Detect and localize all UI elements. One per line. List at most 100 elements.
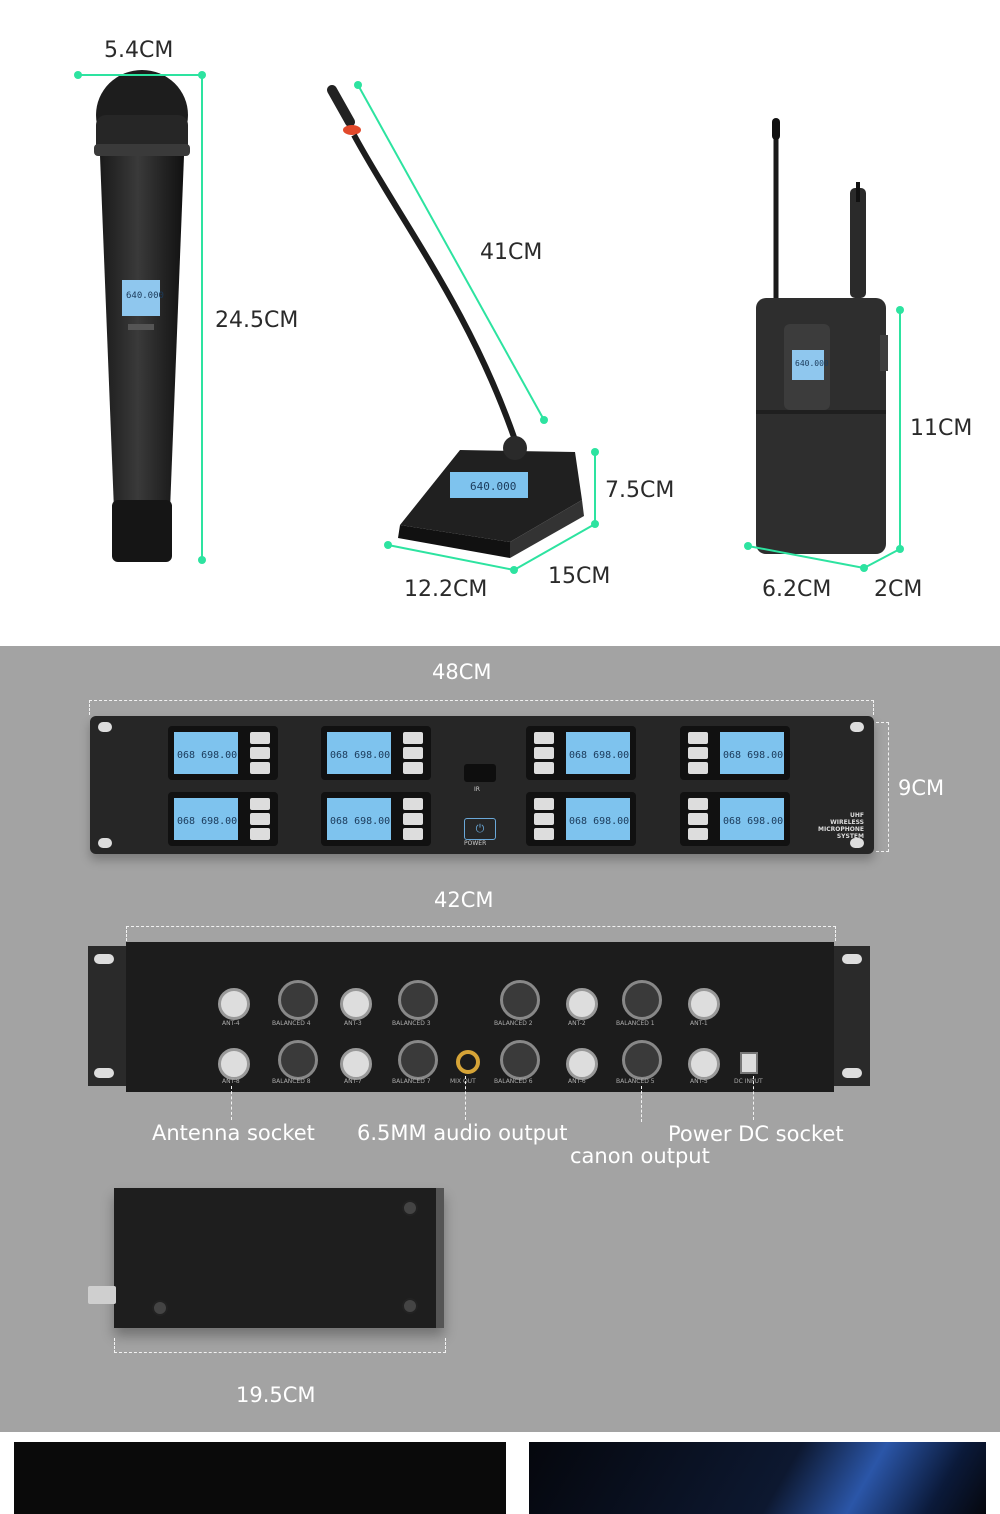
connector-label: BALANCED 7 bbox=[392, 1078, 431, 1085]
gooseneck-length-label: 41CM bbox=[480, 240, 543, 265]
handheld-lcd bbox=[122, 280, 160, 316]
connector-label: ANT-1 bbox=[690, 1020, 708, 1027]
promo-image-right bbox=[529, 1442, 986, 1514]
channel-module: 068 698.00 bbox=[321, 726, 431, 780]
receiver-height-guide bbox=[876, 722, 889, 852]
ir-label: IR bbox=[474, 786, 480, 793]
receiver-depth-guide bbox=[114, 1338, 446, 1353]
antenna-connector[interactable] bbox=[340, 988, 372, 1020]
antenna-connector[interactable] bbox=[688, 988, 720, 1020]
channel-button[interactable] bbox=[688, 828, 708, 840]
channel-module: 068 698.00 bbox=[680, 726, 790, 780]
channel-button[interactable] bbox=[403, 762, 423, 774]
audio-output-label: 6.5MM audio output bbox=[357, 1121, 568, 1145]
xlr-connector[interactable] bbox=[278, 1040, 318, 1080]
connector-label: BALANCED 3 bbox=[392, 1020, 431, 1027]
receiver-depth-label: 19.5CM bbox=[236, 1383, 316, 1407]
channel-button[interactable] bbox=[250, 762, 270, 774]
power-label: POWER bbox=[464, 840, 487, 847]
gooseneck-dimension-lines bbox=[354, 81, 599, 574]
ir-window bbox=[464, 764, 496, 782]
channel-button[interactable] bbox=[534, 762, 554, 774]
channel-button[interactable] bbox=[250, 813, 270, 825]
channel-button[interactable] bbox=[403, 813, 423, 825]
channel-button[interactable] bbox=[403, 747, 423, 759]
channel-button[interactable] bbox=[403, 828, 423, 840]
antenna-connector[interactable] bbox=[218, 988, 250, 1020]
power-icon: ⏻ bbox=[475, 822, 485, 835]
xlr-connector[interactable] bbox=[500, 1040, 540, 1080]
power-button[interactable]: ⏻ bbox=[464, 818, 496, 840]
channel-button[interactable] bbox=[250, 732, 270, 744]
channel-lcd: 068 698.00 bbox=[174, 732, 238, 774]
channel-button[interactable] bbox=[688, 813, 708, 825]
connector-label: ANT-5 bbox=[690, 1078, 708, 1085]
channel-button[interactable] bbox=[534, 732, 554, 744]
connector-label: ANT-4 bbox=[222, 1020, 240, 1027]
connector-label: ANT-2 bbox=[568, 1020, 586, 1027]
channel-lcd: 068 698.00 bbox=[327, 798, 391, 840]
base-width-label: 12.2CM bbox=[404, 577, 488, 602]
channel-button[interactable] bbox=[250, 828, 270, 840]
xlr-connector[interactable] bbox=[622, 980, 662, 1020]
channel-button[interactable] bbox=[534, 747, 554, 759]
bodypack-height-label: 11CM bbox=[910, 416, 973, 441]
canon-output-label: canon output bbox=[570, 1144, 710, 1168]
xlr-connector[interactable] bbox=[500, 980, 540, 1020]
receiver-width-label: 48CM bbox=[432, 660, 492, 684]
channel-button[interactable] bbox=[688, 747, 708, 759]
channel-button[interactable] bbox=[688, 732, 708, 744]
base-lcd bbox=[450, 472, 528, 498]
mix-out-jack[interactable] bbox=[456, 1050, 480, 1074]
dc-input-socket[interactable] bbox=[740, 1052, 758, 1074]
base-height-label: 7.5CM bbox=[605, 478, 675, 503]
xlr-connector[interactable] bbox=[398, 1040, 438, 1080]
base-depth-label: 15CM bbox=[548, 564, 611, 589]
channel-button[interactable] bbox=[534, 828, 554, 840]
power-dc-socket-label: Power DC socket bbox=[668, 1122, 844, 1146]
bodypack-depth-label: 2CM bbox=[874, 577, 923, 602]
channel-lcd: 068 698.00 bbox=[720, 798, 784, 840]
channel-module: 068 698.00 bbox=[168, 792, 278, 846]
microphone-dimensions-section: 640.000 5.4CM 24.5CM 640.000 41CM 7.5CM … bbox=[0, 0, 1000, 646]
svg-text:640.000: 640.000 bbox=[470, 480, 516, 493]
bodypack-width-label: 6.2CM bbox=[762, 577, 832, 602]
connector-label: ANT-3 bbox=[344, 1020, 362, 1027]
antenna-callout-line bbox=[231, 1086, 232, 1120]
audio-callout-line bbox=[465, 1076, 466, 1120]
svg-text:640.000: 640.000 bbox=[795, 359, 829, 368]
antenna-connector[interactable] bbox=[566, 988, 598, 1020]
receiver-width-guide bbox=[89, 700, 874, 715]
connector-label: BALANCED 1 bbox=[616, 1020, 655, 1027]
channel-lcd: 068 698.00 bbox=[566, 732, 630, 774]
antenna-connector[interactable] bbox=[688, 1048, 720, 1080]
xlr-connector[interactable] bbox=[398, 980, 438, 1020]
channel-module: 068 698.00 bbox=[680, 792, 790, 846]
channel-button[interactable] bbox=[403, 798, 423, 810]
channel-lcd: 068 698.00 bbox=[720, 732, 784, 774]
receiver-side-view bbox=[114, 1188, 444, 1328]
handheld-microphone: 640.000 bbox=[94, 70, 190, 562]
channel-button[interactable] bbox=[250, 747, 270, 759]
xlr-connector[interactable] bbox=[278, 980, 318, 1020]
connector-label: BALANCED 2 bbox=[494, 1020, 533, 1027]
gooseneck-microphone: 640.000 bbox=[327, 85, 584, 558]
channel-button[interactable] bbox=[250, 798, 270, 810]
connector-label: ANT-8 bbox=[222, 1078, 240, 1085]
receiver-body-width-label: 42CM bbox=[434, 888, 494, 912]
channel-button[interactable] bbox=[534, 813, 554, 825]
channel-module: 068 698.00 bbox=[168, 726, 278, 780]
channel-module: 068 698.00 bbox=[526, 792, 636, 846]
connector-label: MIX OUT bbox=[450, 1078, 476, 1085]
channel-button[interactable] bbox=[403, 732, 423, 744]
antenna-connector[interactable] bbox=[566, 1048, 598, 1080]
antenna-connector[interactable] bbox=[340, 1048, 372, 1080]
channel-button[interactable] bbox=[534, 798, 554, 810]
svg-text:640.000: 640.000 bbox=[126, 291, 164, 301]
antenna-connector[interactable] bbox=[218, 1048, 250, 1080]
channel-button[interactable] bbox=[688, 762, 708, 774]
xlr-connector[interactable] bbox=[622, 1040, 662, 1080]
connector-label: DC INPUT bbox=[734, 1078, 763, 1085]
handheld-dimension-lines bbox=[74, 71, 206, 564]
channel-button[interactable] bbox=[688, 798, 708, 810]
